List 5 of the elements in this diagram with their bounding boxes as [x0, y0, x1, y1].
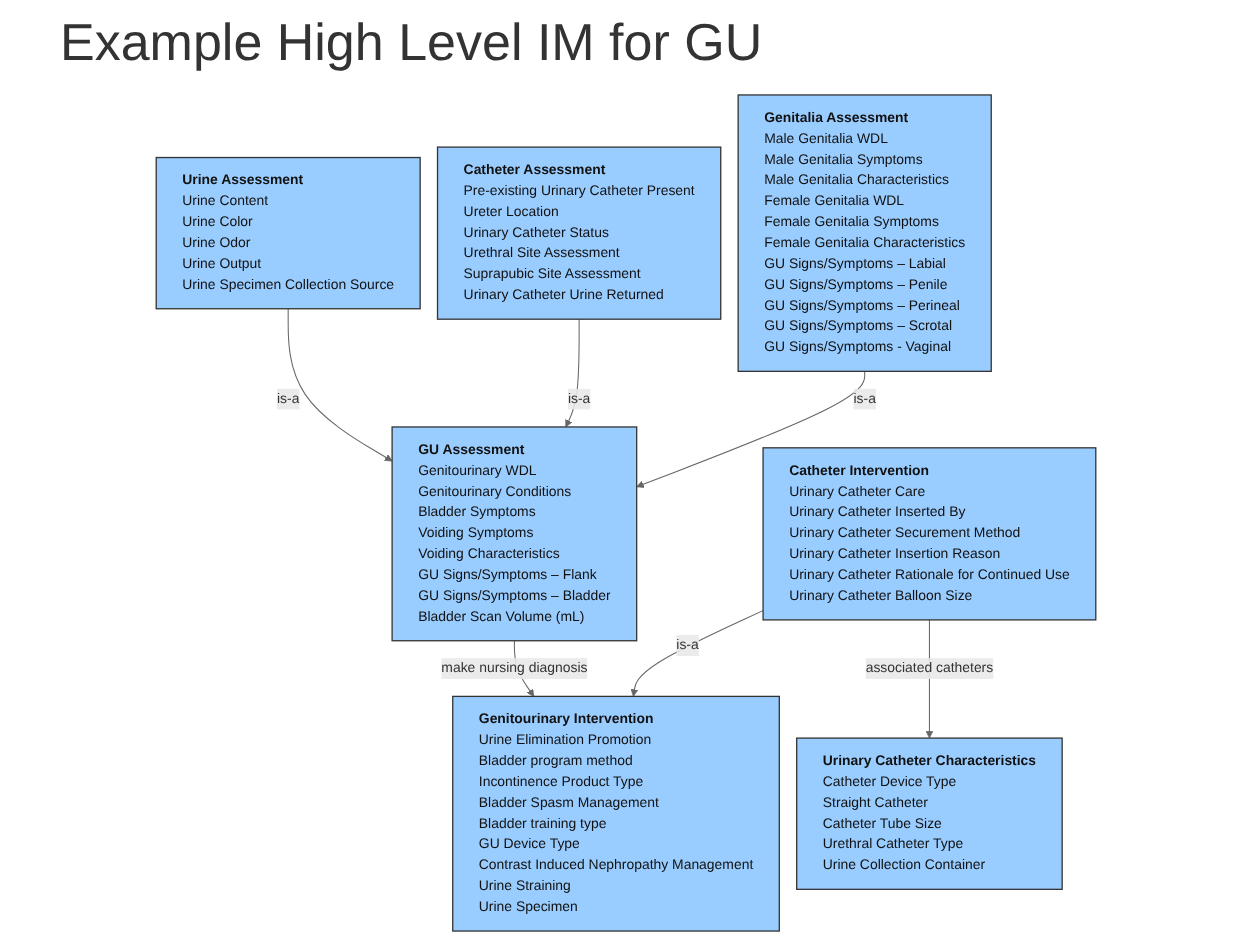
arrow: [630, 610, 764, 697]
arrow: [636, 370, 866, 488]
arrow: [287, 308, 393, 462]
arrow: [565, 318, 580, 428]
slide-title: Example High Level IM for GU: [60, 12, 765, 74]
